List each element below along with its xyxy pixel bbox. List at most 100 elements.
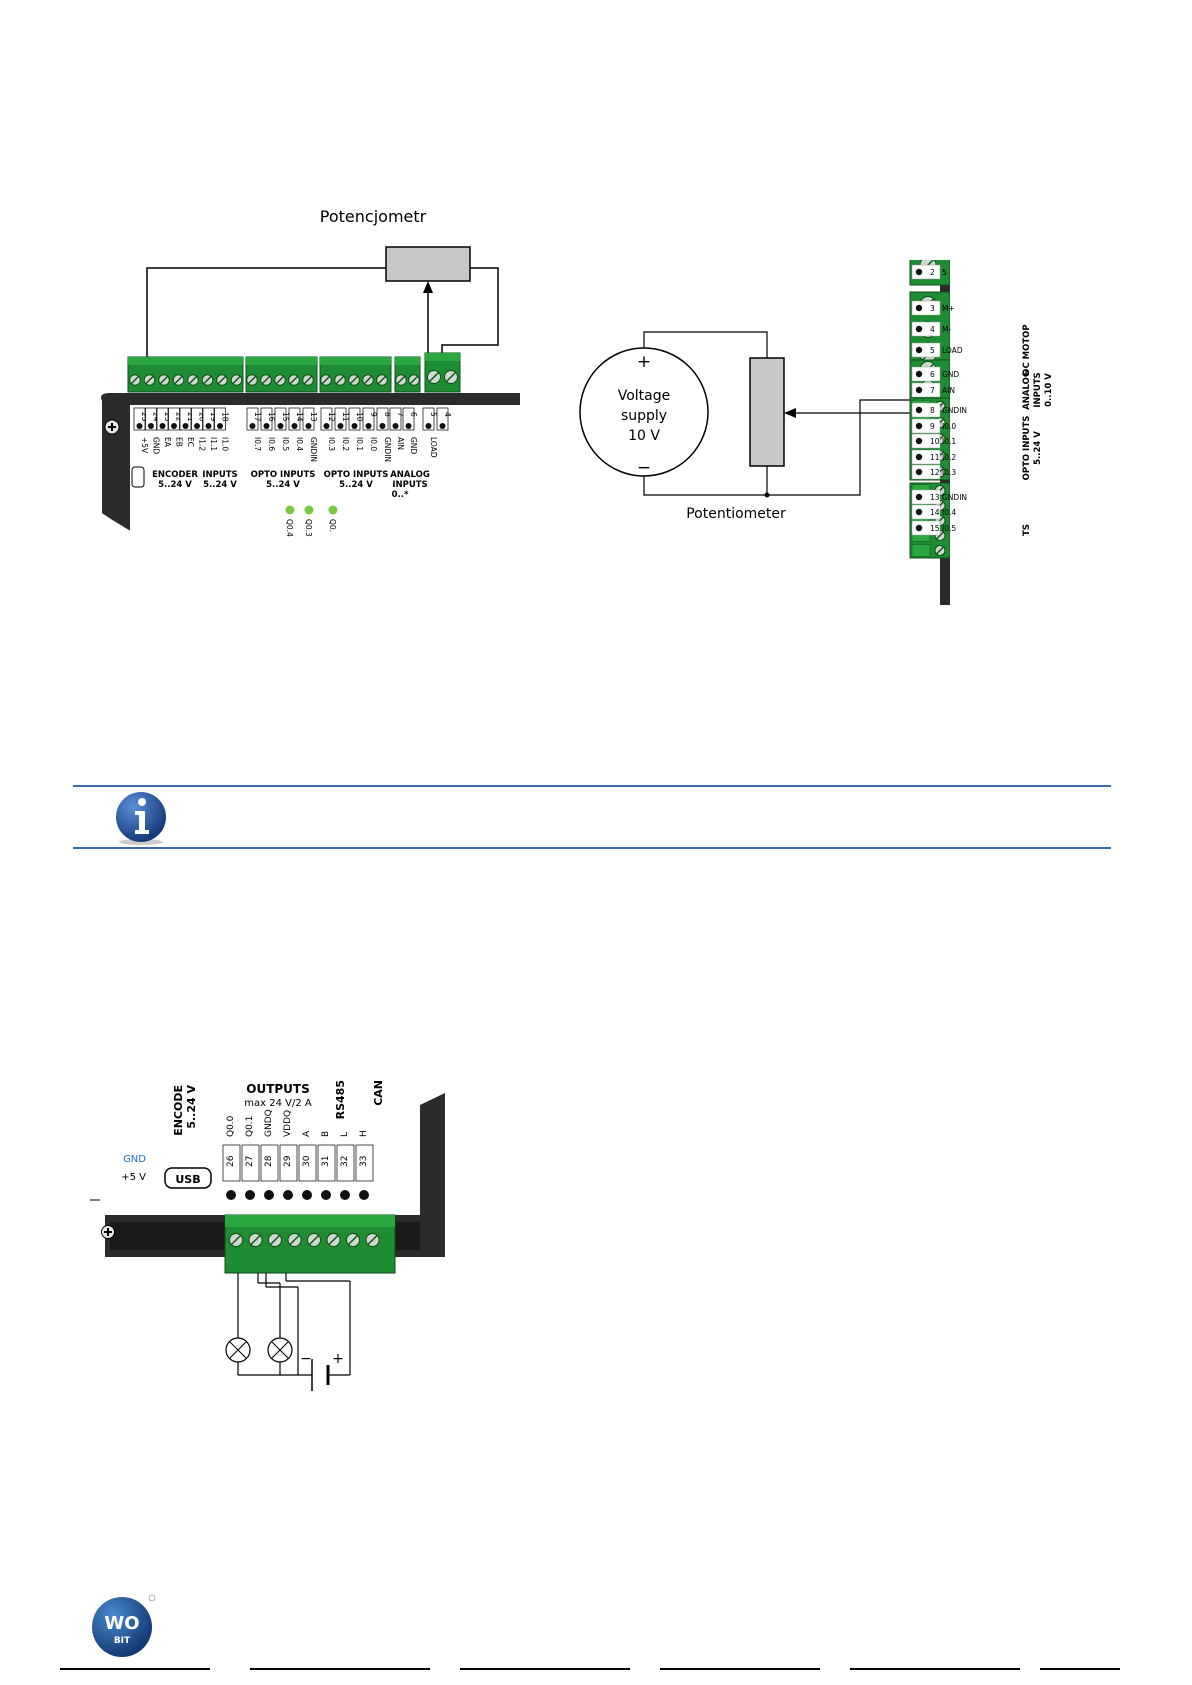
pin-number: 29 (283, 1155, 293, 1167)
supply-plus: + (637, 352, 651, 372)
row-number: 7 (930, 386, 935, 395)
inputs-range-label: 5..24 V (203, 480, 237, 490)
battery-icon (311, 1359, 330, 1391)
led-label: Q0.4 (285, 519, 294, 537)
footer-rule (660, 1668, 820, 1670)
pin-number: 9 (369, 412, 378, 417)
row-number: 14 (930, 508, 940, 517)
analog-inputs-side-label: INPUTS (1033, 372, 1043, 407)
row-label: LOAD (942, 346, 963, 355)
pin-label: I0.2 (341, 437, 350, 451)
wobit-logo: WO BIT (92, 1594, 156, 1657)
pin-label: I0.6 (267, 437, 276, 451)
footer-rule (250, 1668, 430, 1670)
pin-number: 23 (163, 412, 172, 422)
pin-label: I0.4 (295, 437, 304, 451)
supply-label-2: supply (621, 408, 667, 424)
opto-side-label: OPTO INPUTS (1022, 416, 1032, 481)
row-label: I0.4 (942, 508, 956, 517)
row-number: 2 (930, 268, 935, 277)
row-number: 13 (930, 493, 940, 502)
opto2-group-label: OPTO INPUTS (324, 470, 389, 480)
opto1-group-label: OPTO INPUTS (251, 470, 316, 480)
pin-number: 6 (409, 412, 418, 417)
output-wiring (237, 1273, 351, 1376)
rs485-label: RS485 (334, 1080, 347, 1119)
figure-1-controller-potentiometer: Potencjometr (90, 207, 520, 590)
analog-side-label: ANALOG (1022, 370, 1032, 410)
info-box-bottom-rule (73, 847, 1111, 849)
ts-side-label: TS (1022, 524, 1032, 536)
row-label: 5 (942, 268, 947, 277)
row-number: 5 (930, 346, 935, 355)
potentiometer-body (385, 246, 471, 282)
usb-port-icon (131, 466, 145, 488)
pin-label: L (340, 1132, 350, 1137)
row-label: M- (942, 325, 951, 334)
battery-plus: + (332, 1351, 344, 1367)
supply-label-3: 10 V (628, 428, 660, 444)
wiper-arrow (423, 281, 433, 293)
usb-label: USB (175, 1173, 200, 1186)
pin-label: GNDIN (383, 437, 392, 462)
pin-label: EB (175, 437, 184, 447)
pin-number: 26 (226, 1155, 236, 1167)
pin-label: A (302, 1130, 312, 1137)
pin-label: H (359, 1130, 369, 1137)
wiper-arrow (784, 408, 796, 418)
pin-number: 20 (198, 412, 207, 422)
wire-bottom (643, 466, 768, 496)
pin-number: 31 (321, 1156, 331, 1167)
pin-number: 11 (341, 412, 350, 422)
pin-number: 16 (267, 412, 276, 422)
row-label: GNDIN (942, 493, 967, 502)
outputs-max-label: max 24 V/2 A (244, 1098, 312, 1109)
row-label: I0.0 (942, 422, 956, 431)
pin-label: Q0.0 (226, 1115, 236, 1137)
pin-number: 33 (359, 1156, 369, 1167)
pin-label: I0.5 (281, 437, 290, 451)
led-q02-icon (328, 505, 338, 515)
wire-gnd (767, 399, 912, 496)
pin-number: 18 (221, 412, 230, 422)
pin-label: I0.0 (369, 437, 378, 451)
row-label: I0.3 (942, 468, 956, 477)
row-number: 12 (930, 468, 940, 477)
pin-number: 13 (309, 412, 318, 422)
pin-number: 10 (355, 412, 364, 422)
row-number: 11 (930, 453, 940, 462)
analog-range-side-label: 0..10 V (1044, 373, 1054, 407)
pin-number: 19 (209, 412, 218, 422)
pin-number: 5 (429, 412, 438, 417)
row-label: I0.1 (942, 437, 956, 446)
row-number: 15 (930, 524, 940, 533)
pin-label: EA (163, 437, 172, 448)
row-label: I0.2 (942, 453, 956, 462)
footer-rule (60, 1668, 210, 1670)
terminal-block-encoder (127, 356, 244, 393)
pin-label: GND (152, 437, 161, 454)
pin-number: 15 (281, 412, 290, 422)
lamp-1-icon (225, 1337, 251, 1363)
pin-label: AIN (396, 437, 405, 450)
usb-port-icon (164, 1167, 212, 1189)
row-label: I0.5 (942, 524, 956, 533)
pin-number: 4 (443, 412, 452, 417)
pin-number: 22 (175, 412, 184, 422)
pin-label: GNDQ (264, 1109, 274, 1137)
pin-label: I0.1 (355, 437, 364, 451)
pin-label: EC (186, 437, 195, 447)
pin-number: 24 (152, 412, 161, 422)
analog-inputs-label: INPUTS (392, 480, 427, 490)
pin-label: VDDQ (283, 1110, 293, 1137)
led-label: Q0.3 (304, 519, 313, 537)
pin-number: 30 (302, 1155, 312, 1167)
inputs-group-label: INPUTS (202, 470, 237, 480)
outputs-label: OUTPUTS (246, 1082, 310, 1096)
row-label: M+ (942, 304, 955, 313)
info-box-top-rule (73, 785, 1111, 787)
potentiometer-body (749, 357, 785, 467)
potentiometer-label: Potentiometer (686, 506, 786, 522)
footer-rule (460, 1668, 630, 1670)
